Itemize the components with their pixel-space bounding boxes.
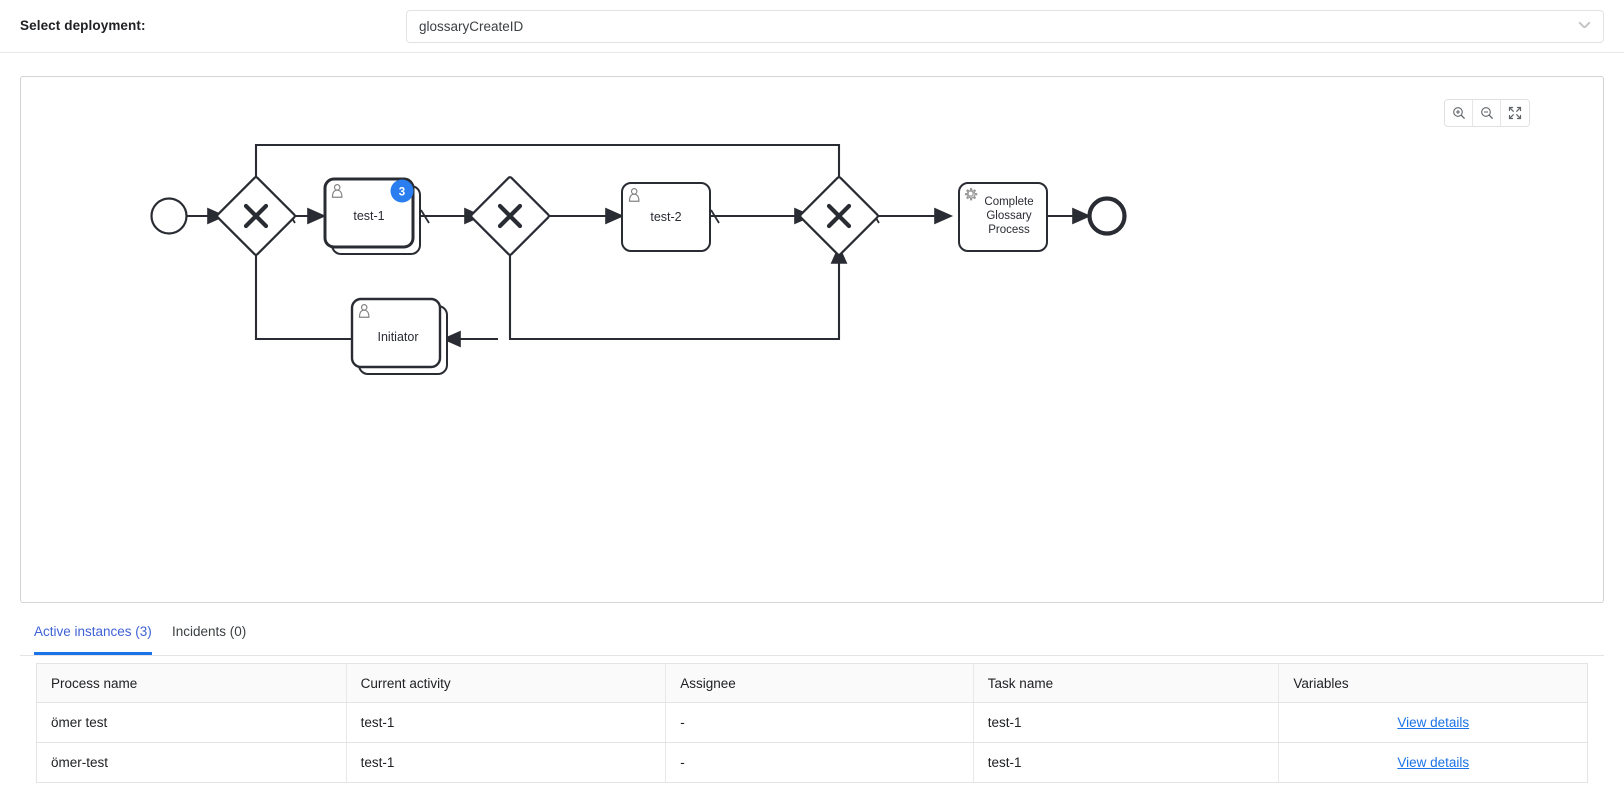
tab-incidents[interactable]: Incidents (0) xyxy=(172,624,247,639)
flow-loop-top xyxy=(247,143,841,204)
end-event[interactable] xyxy=(1087,196,1127,236)
cell-assignee: - xyxy=(666,703,974,742)
select-deployment-label: Select deployment: xyxy=(20,18,146,33)
deployment-select-value: glossaryCreateID xyxy=(419,19,524,34)
start-event[interactable] xyxy=(150,197,188,235)
task-label: test-2 xyxy=(650,210,681,224)
deployment-select[interactable]: glossaryCreateID xyxy=(406,10,1604,43)
cell-task-name: test-1 xyxy=(974,743,1280,782)
column-header-variables: Variables xyxy=(1293,675,1349,691)
cell-current-activity: test-1 xyxy=(347,703,667,742)
tab-active-instances[interactable]: Active instances (3) xyxy=(34,624,152,655)
cell-current-activity: test-1 xyxy=(347,743,667,782)
cell-task-name: test-1 xyxy=(974,703,1280,742)
exclusive-gateway-3[interactable] xyxy=(799,176,879,256)
cell-variables: View details xyxy=(1279,743,1587,782)
exclusive-gateway-1[interactable] xyxy=(216,176,296,256)
fit-to-screen-icon[interactable] xyxy=(1501,100,1529,126)
flow-gw1-down xyxy=(254,247,380,341)
task-label-line3: Process xyxy=(988,224,1030,236)
zoom-out-icon[interactable] xyxy=(1473,100,1501,126)
column-header-task-name: Task name xyxy=(974,664,1280,702)
cell-variables: View details xyxy=(1279,703,1587,742)
user-task-initiator[interactable]: Initiator xyxy=(350,297,448,375)
task-label: Initiator xyxy=(378,330,419,344)
active-instances-table: Process name Current activity Assignee T… xyxy=(36,663,1588,783)
cell-assignee: - xyxy=(666,743,974,782)
diagram-toolbar xyxy=(1444,99,1530,127)
column-header-process-name: Process name xyxy=(37,664,347,702)
cell-process-name: ömer test xyxy=(37,703,347,742)
view-details-link[interactable]: View details xyxy=(1397,715,1470,730)
user-task-test-1[interactable]: test-1 3 xyxy=(323,177,421,255)
view-details-link[interactable]: View details xyxy=(1397,755,1470,770)
table-header-row: Process name Current activity Assignee T… xyxy=(37,664,1587,703)
exclusive-gateway-2[interactable] xyxy=(470,176,550,256)
chevron-down-icon xyxy=(1579,23,1590,34)
flow-loop-bottom xyxy=(508,244,848,341)
instance-badge xyxy=(390,179,414,203)
task-label-line2: Glossary xyxy=(986,210,1032,222)
bpmn-diagram-panel[interactable]: test-1 3 test-2 xyxy=(20,76,1604,603)
cell-process-name: ömer-test xyxy=(37,743,347,782)
column-header-assignee: Assignee xyxy=(666,664,974,702)
page-header: Select deployment: glossaryCreateID xyxy=(0,0,1624,53)
user-task-test-2[interactable]: test-2 xyxy=(621,182,711,252)
instance-badge-count: 3 xyxy=(399,187,405,199)
service-task-complete-glossary-process[interactable]: Complete Glossary Process xyxy=(958,182,1048,252)
task-label: test-1 xyxy=(353,209,384,223)
bpmn-canvas: test-1 3 test-2 xyxy=(150,143,1127,375)
conditional-marker xyxy=(710,209,720,224)
zoom-in-icon[interactable] xyxy=(1445,100,1473,126)
table-row[interactable]: ömer test test-1 - test-1 View details xyxy=(37,703,1587,743)
instances-tabs: Active instances (3) Incidents (0) xyxy=(20,612,1604,656)
table-row[interactable]: ömer-test test-1 - test-1 View details xyxy=(37,743,1587,783)
conditional-marker xyxy=(420,209,430,224)
task-label-line1: Complete xyxy=(984,196,1033,208)
column-header-current-activity: Current activity xyxy=(347,664,667,702)
